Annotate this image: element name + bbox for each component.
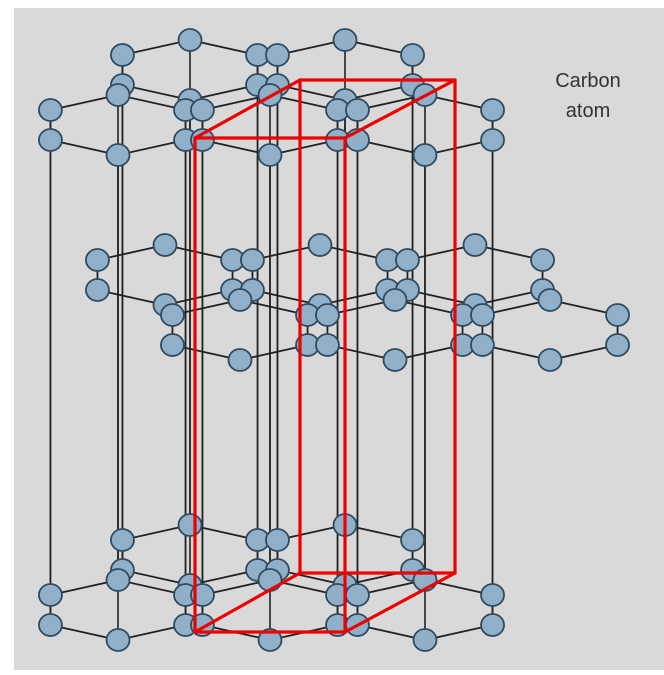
carbon-atom xyxy=(537,348,563,372)
carbon-atom xyxy=(530,248,555,272)
carbon-atom xyxy=(38,98,63,122)
carbon-atom xyxy=(190,583,215,607)
carbon-atom xyxy=(85,278,110,302)
carbon-atom xyxy=(257,143,283,167)
carbon-atom xyxy=(177,513,203,537)
carbon-atom xyxy=(177,28,203,52)
carbon-atom xyxy=(307,233,333,257)
unit-cell xyxy=(193,78,457,634)
carbon-atoms xyxy=(38,28,630,652)
carbon-atom xyxy=(480,583,505,607)
carbon-atom xyxy=(190,98,215,122)
carbon-atom xyxy=(265,528,290,552)
carbon-atom xyxy=(240,248,265,272)
carbon-atom xyxy=(38,583,63,607)
unit-cell-edge xyxy=(343,78,457,140)
carbon-atom xyxy=(110,43,135,67)
carbon-atom xyxy=(315,303,340,327)
carbon-atom xyxy=(400,528,425,552)
carbon-atom xyxy=(152,233,178,257)
carbon-atom xyxy=(105,628,131,652)
carbon-atom xyxy=(105,83,131,107)
carbon-atom xyxy=(38,128,63,152)
carbon-atom-label: Carbon atom xyxy=(548,66,628,126)
carbon-atom xyxy=(160,333,185,357)
carbon-atom xyxy=(462,233,488,257)
carbon-atom xyxy=(605,303,630,327)
carbon-atom xyxy=(345,583,370,607)
carbon-atom xyxy=(332,28,358,52)
carbon-atom xyxy=(400,43,425,67)
carbon-atom xyxy=(105,568,131,592)
carbon-atom xyxy=(345,98,370,122)
carbon-atom xyxy=(395,248,420,272)
carbon-atom xyxy=(85,248,110,272)
unit-cell-edge xyxy=(193,571,302,634)
carbon-atom xyxy=(160,303,185,327)
carbon-atom xyxy=(265,43,290,67)
carbon-atom xyxy=(110,528,135,552)
carbon-atom xyxy=(227,348,253,372)
unit-cell-edge xyxy=(343,571,457,634)
carbon-atom xyxy=(605,333,630,357)
carbon-atom xyxy=(105,143,131,167)
carbon-atom xyxy=(412,143,438,167)
carbon-atom xyxy=(480,98,505,122)
carbon-atom xyxy=(470,333,495,357)
carbon-atom xyxy=(382,348,408,372)
carbon-atom-label-line1: Carbon xyxy=(555,70,621,92)
unit-cell-edge xyxy=(193,78,302,140)
carbon-atom-label-line2: atom xyxy=(565,100,611,122)
carbon-atom xyxy=(190,128,215,152)
carbon-atom xyxy=(257,628,283,652)
carbon-atom xyxy=(38,613,63,637)
carbon-atom xyxy=(382,288,408,312)
carbon-atom xyxy=(315,333,340,357)
carbon-atom xyxy=(257,568,283,592)
carbon-atom xyxy=(412,628,438,652)
carbon-atom xyxy=(470,303,495,327)
carbon-atom xyxy=(480,128,505,152)
carbon-atom xyxy=(227,288,253,312)
carbon-atom xyxy=(537,288,563,312)
carbon-atom xyxy=(480,613,505,637)
